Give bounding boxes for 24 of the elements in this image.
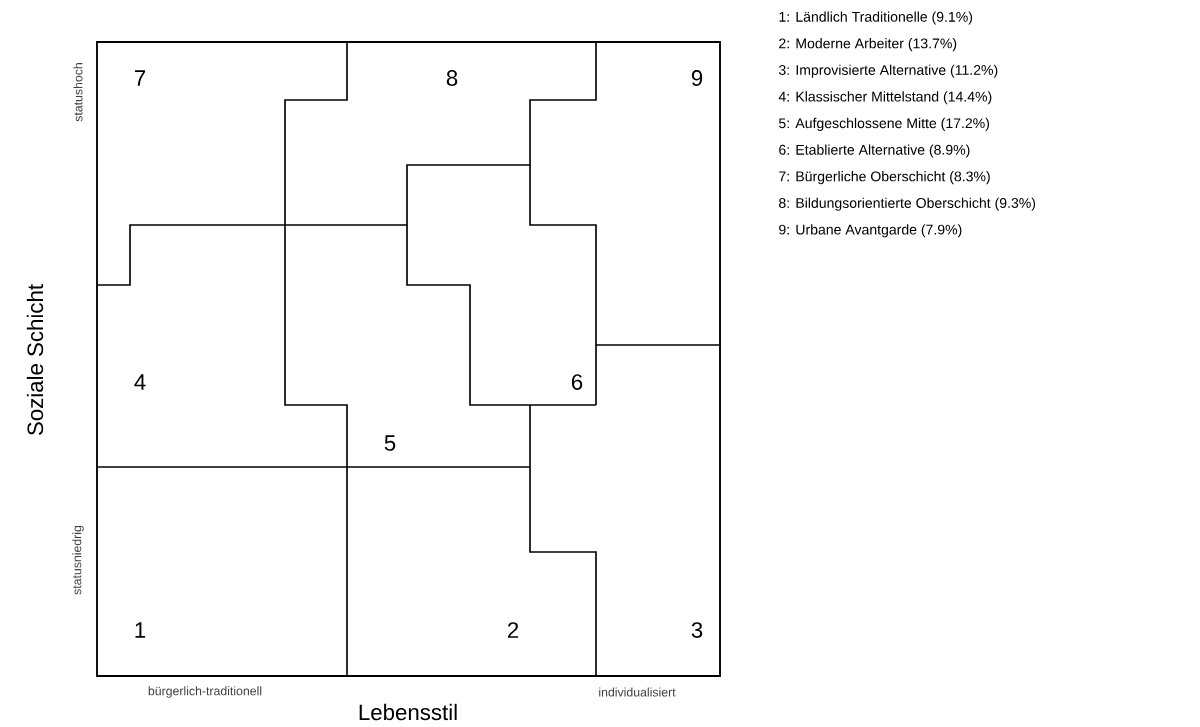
axis-label: Soziale Schicht (26, 284, 44, 436)
legend-entry: 5: Aufgeschlossene Mitte (17.2%) (779, 117, 989, 131)
legend-entry: 7: Bürgerliche Oberschicht (8.3%) (779, 171, 990, 185)
region-number: 4 (134, 374, 146, 390)
region-number: 5 (384, 435, 396, 451)
region-number: 1 (135, 622, 146, 638)
legend-entry: 2: Moderne Arbeiter (13.7%) (779, 38, 957, 52)
axis-label: Lebensstil (359, 703, 457, 721)
legend-entry: 8: Bildungsorientierte Oberschicht (9.3%) (779, 197, 1036, 211)
axis-end-label: individualisiert (599, 687, 676, 697)
axis-end-label: statusniedrig (72, 525, 84, 595)
axis-end-label: statushoch (73, 63, 83, 122)
region-number: 3 (691, 622, 703, 638)
region-number: 2 (507, 622, 519, 638)
legend-entry: 9: Urbane Avantgarde (7.9%) (779, 224, 962, 238)
region-number: 7 (134, 70, 146, 86)
legend-entry: 3: Improvisierte Alternative (11.2%) (778, 64, 998, 78)
region-number: 9 (691, 70, 703, 86)
region-number: 6 (571, 374, 583, 390)
legend-entry: 6: Etablierte Alternative (8.9%) (779, 144, 970, 158)
region-number: 8 (446, 70, 458, 86)
axis-end-label: bürgerlich-traditionell (148, 686, 262, 698)
legend-entry: 4: Klassischer Mittelstand (14.4%) (778, 91, 992, 105)
legend-entry: 1: Ländlich Traditionelle (9.1%) (779, 11, 973, 25)
